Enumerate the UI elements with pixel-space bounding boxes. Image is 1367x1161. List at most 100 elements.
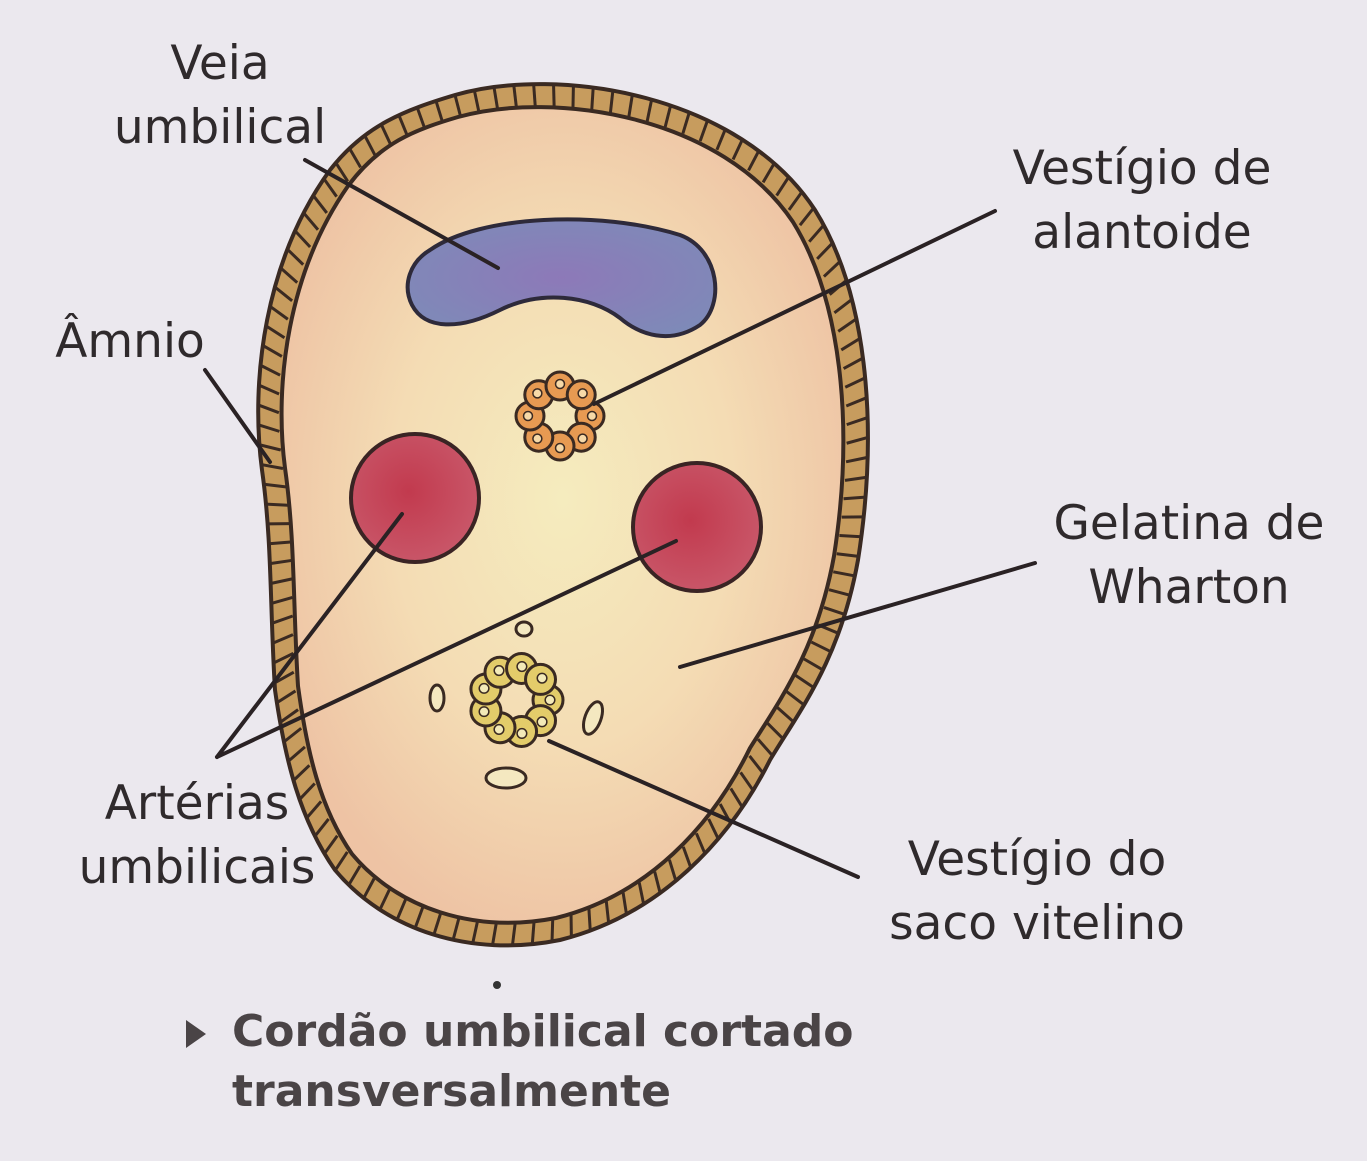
amnion-tick (432, 913, 442, 936)
amnion-tick (258, 383, 280, 396)
amnion-tick (761, 162, 776, 184)
amnion-tick (794, 674, 815, 689)
amnion-tick (322, 177, 338, 198)
amnion-tick (845, 396, 868, 408)
caption-line-1: Cordão umbilical cortado (232, 1006, 854, 1057)
cell-nucleus (532, 433, 543, 444)
amnion-tick (653, 871, 662, 894)
amnion-tick (766, 722, 785, 740)
umbilical-artery-right (631, 461, 763, 593)
amnion-tick (283, 727, 303, 744)
small-vessel-bottom (484, 766, 528, 790)
amnion-tick (415, 106, 427, 129)
amnion-tick (587, 908, 592, 931)
amnion-tick (846, 416, 869, 427)
amnion-tick (833, 298, 853, 315)
amnion-tick (261, 463, 284, 470)
amnion-tick (259, 443, 282, 452)
amnion-tick (265, 502, 289, 507)
amnion-tick (552, 84, 556, 107)
label-amnio: Âmnio (55, 314, 205, 369)
cell-nucleus (522, 410, 534, 422)
amnion-tick (844, 475, 867, 482)
amnion-tick (268, 540, 291, 546)
amnion-tick (434, 100, 444, 123)
amnion-tick (272, 633, 294, 645)
cell-nucleus (577, 433, 588, 444)
figure-caption: Cordão umbilical cortado transversalment… (186, 1002, 854, 1122)
amnion-tick (265, 324, 286, 340)
amnion-tick (637, 882, 646, 905)
stray-dot (493, 981, 501, 989)
amnion-tick (731, 138, 744, 161)
amnion-tick (715, 128, 727, 151)
amnion-tick (695, 832, 707, 855)
amnion-tick (748, 754, 765, 775)
amnion-tick (379, 123, 392, 146)
amnion-tick (828, 588, 851, 597)
amnion-tick (530, 922, 536, 945)
amnion-tick (775, 176, 790, 197)
allantois-remnant (514, 370, 606, 462)
amnion-tick (667, 859, 678, 882)
amnion-tick (259, 363, 281, 377)
leader-line-arteria-left (215, 512, 404, 759)
amnion-tick (844, 376, 866, 389)
amnion-tick (785, 690, 805, 707)
amnion-tick (843, 495, 866, 501)
amnion-tick (739, 771, 755, 792)
cell-nucleus (586, 410, 598, 422)
amnion-tick (846, 436, 869, 445)
amnion-tick (608, 90, 615, 113)
leader-line-alantoide (592, 209, 997, 406)
amnion-tick (271, 614, 294, 625)
amnion-tick (621, 892, 628, 915)
amnion-tick (269, 305, 289, 321)
amnion-tick (362, 877, 376, 899)
cell-nucleus (536, 672, 548, 684)
small-vessel-right (581, 700, 605, 736)
amnion-tick (298, 782, 316, 801)
amnion-tick (836, 552, 859, 558)
amnion-tick (840, 337, 861, 352)
amnion-tick (491, 923, 498, 946)
amnion-tick (270, 577, 293, 585)
amnion-tick (397, 114, 409, 137)
amnion-tick (663, 105, 673, 128)
amnion-tick (837, 317, 858, 333)
amnion-tick (822, 260, 841, 278)
leader-line-arteria-right (215, 539, 678, 759)
cell-nucleus (516, 660, 528, 673)
amnion-tick (747, 150, 761, 172)
amnion-tick (270, 595, 293, 605)
cell-nucleus (544, 694, 556, 706)
caption-triangle-icon (186, 1020, 206, 1048)
amnion-tick (286, 248, 305, 266)
amnion-tick (729, 787, 744, 808)
yolk-sac-remnant (469, 651, 565, 749)
amnion-tick (276, 689, 297, 704)
leader-line-amnio (203, 368, 272, 464)
leader-line-gelatina (678, 561, 1037, 669)
amnion-tick (323, 834, 339, 855)
amnion-tick (803, 657, 824, 672)
cell-nucleus (493, 723, 505, 735)
amnion-tick (334, 851, 349, 872)
amnion-tick (492, 86, 500, 110)
amnion-tick (816, 242, 834, 260)
amnion-tick (823, 606, 846, 616)
amnion-tick (257, 403, 280, 415)
amnion-tick (378, 889, 391, 911)
amnion-tick (787, 191, 804, 211)
umbilical-artery-left (349, 432, 481, 564)
amnion-tick (263, 482, 286, 489)
amnion-tick (395, 898, 408, 921)
amnion-tick (645, 99, 654, 122)
cell-nucleus (577, 388, 588, 399)
